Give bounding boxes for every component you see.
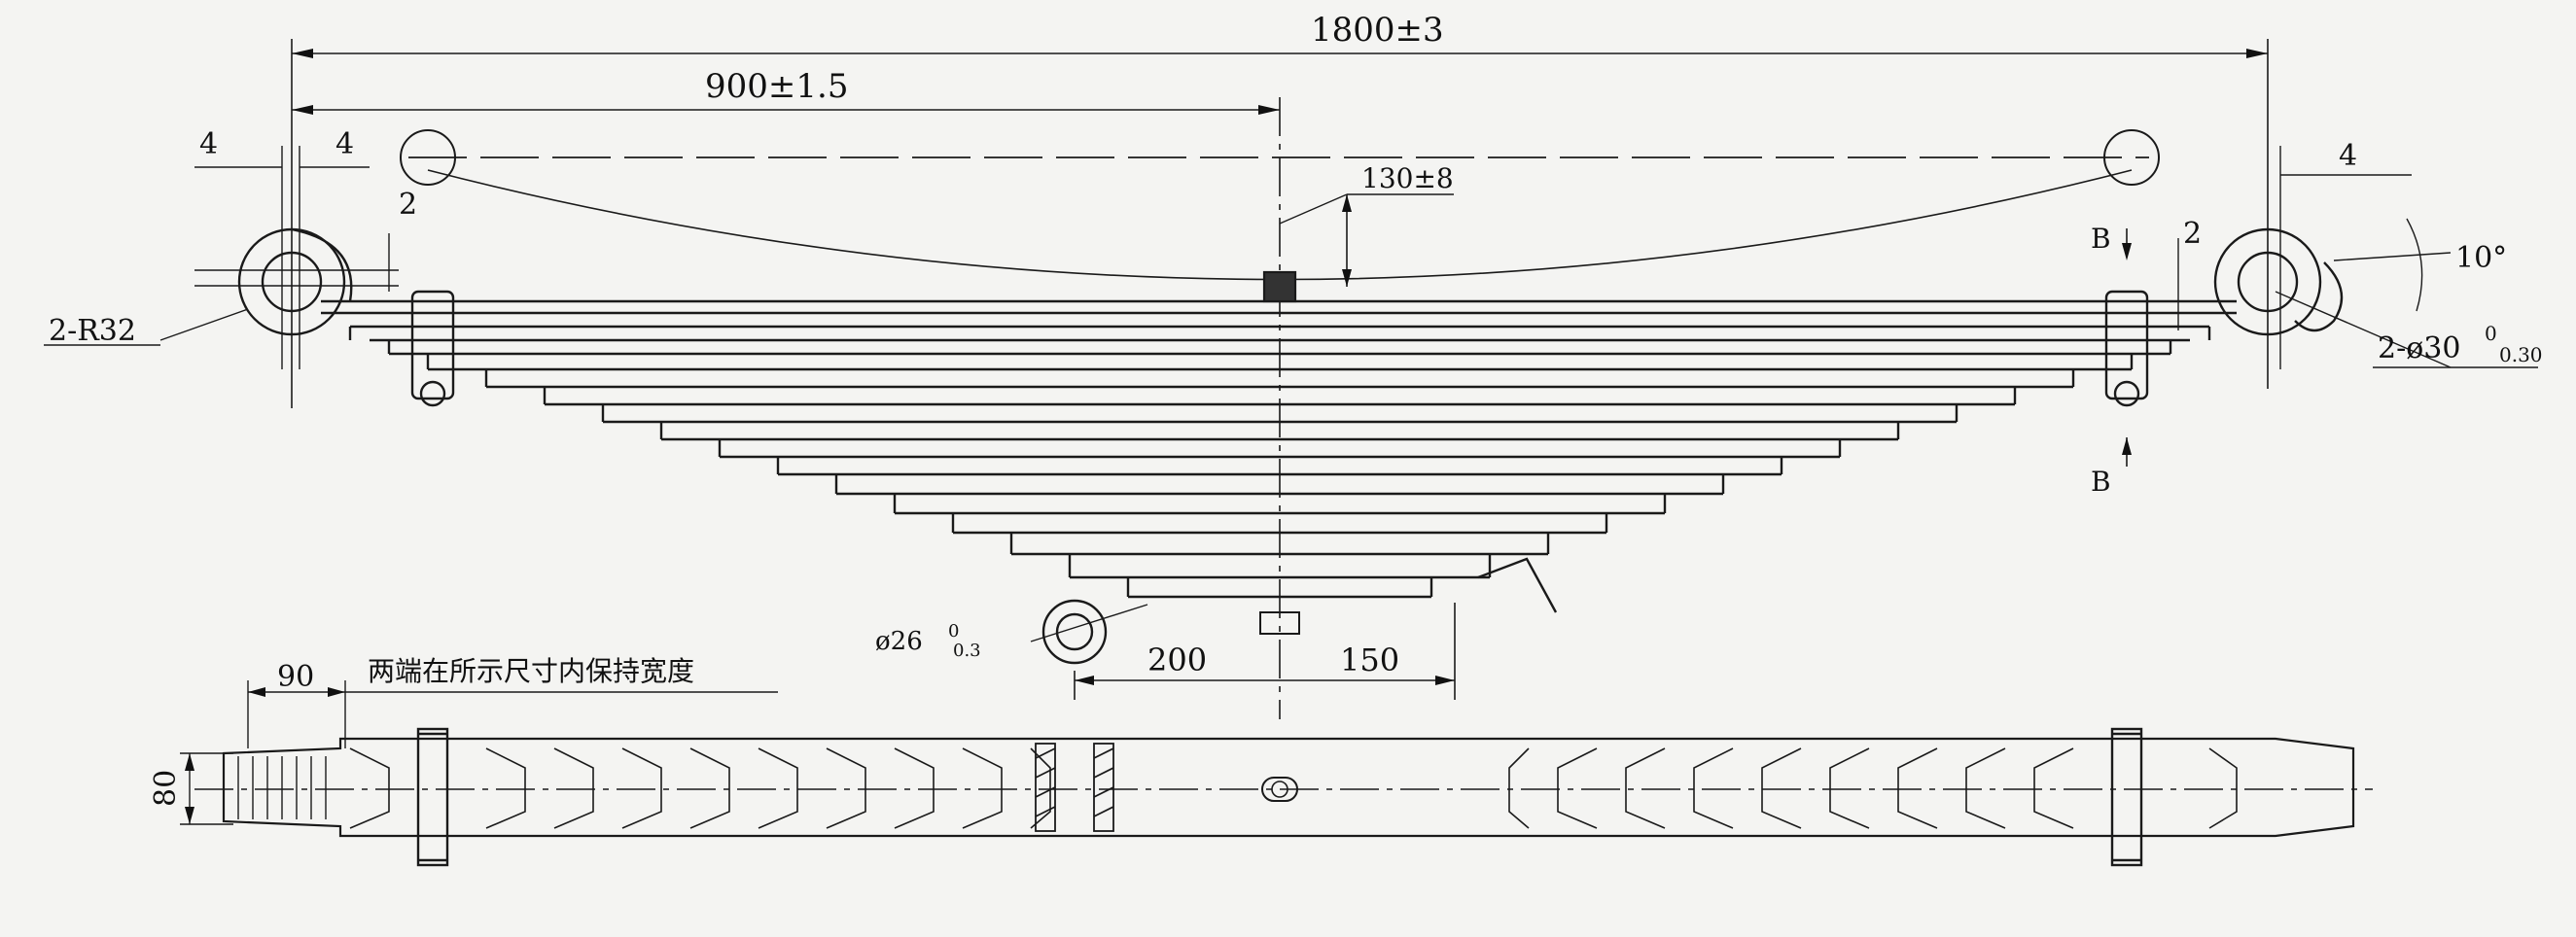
offset-left-b-label: 4 (335, 127, 354, 161)
center-bolt-nut (1259, 611, 1300, 635)
half-length-label: 900±1.5 (705, 67, 848, 106)
center-bolt-label: ø26 (875, 627, 923, 656)
angle-label: 10° (2455, 241, 2507, 275)
overall-length-label: 1800±3 (1311, 11, 1444, 50)
dim-camber (1279, 193, 1454, 287)
dim-offsets-right (2177, 146, 2452, 369)
camber-label: 130±8 (1361, 162, 1454, 194)
plan-view (180, 680, 2373, 867)
eye-radius-label: 2-R32 (49, 314, 136, 348)
section-mark-bottom: B (2091, 466, 2111, 498)
plan-rivet-left (416, 727, 449, 867)
dim-positions (1074, 603, 1456, 700)
plan-rivet-right (2110, 727, 2143, 867)
dim-half-length (292, 105, 1280, 115)
free-eye-right (2103, 129, 2160, 186)
plan-outline (222, 737, 2355, 838)
elevation-view (44, 39, 2538, 719)
center-bolt-tol-lower: 0.3 (953, 641, 981, 661)
bent-end (1477, 557, 1558, 613)
dim-offsets-left (194, 146, 390, 369)
plan-leaf-tapers (349, 747, 2238, 829)
dim-end-length (247, 680, 778, 748)
spring-leaves (321, 299, 2237, 599)
left-eye (194, 227, 399, 336)
dim-overall-length (291, 39, 2269, 408)
section-mark-top: B (2091, 223, 2111, 255)
plan-end-left (237, 756, 327, 819)
clip-right (2104, 290, 2149, 407)
section-arrows (2122, 228, 2132, 467)
dim-width (180, 752, 233, 825)
eye-diameter-tol-upper: 0 (2485, 322, 2497, 345)
plan-center-slot (1261, 777, 1298, 802)
offset-right-label: 4 (2339, 139, 2357, 173)
free-eye-left (400, 129, 456, 186)
eye-diameter-tol-lower: 0.30 (2499, 343, 2543, 366)
plan-center-hole (1271, 781, 1288, 798)
center-bolt-head (1262, 270, 1297, 303)
clearance-right-label: 2 (2183, 217, 2202, 251)
lower-eye (1030, 599, 1148, 665)
width-note: 两端在所示尺寸内保持宽度 (368, 655, 694, 687)
clip-left (410, 290, 455, 407)
end-length-label: 90 (277, 660, 314, 694)
width-label: 80 (149, 770, 183, 807)
r32-leader (159, 308, 249, 341)
center-bolt-tol-upper: 0 (948, 621, 959, 642)
clearance-left-label: 2 (399, 188, 417, 222)
offset-left-a-label: 4 (199, 127, 218, 161)
right-eye (2213, 227, 2344, 336)
eye-diameter-label: 2-ø30 (2378, 331, 2460, 365)
pos-right-label: 150 (1340, 642, 1399, 678)
pos-left-label: 200 (1147, 642, 1207, 678)
plan-clamp-left (1035, 743, 1114, 832)
